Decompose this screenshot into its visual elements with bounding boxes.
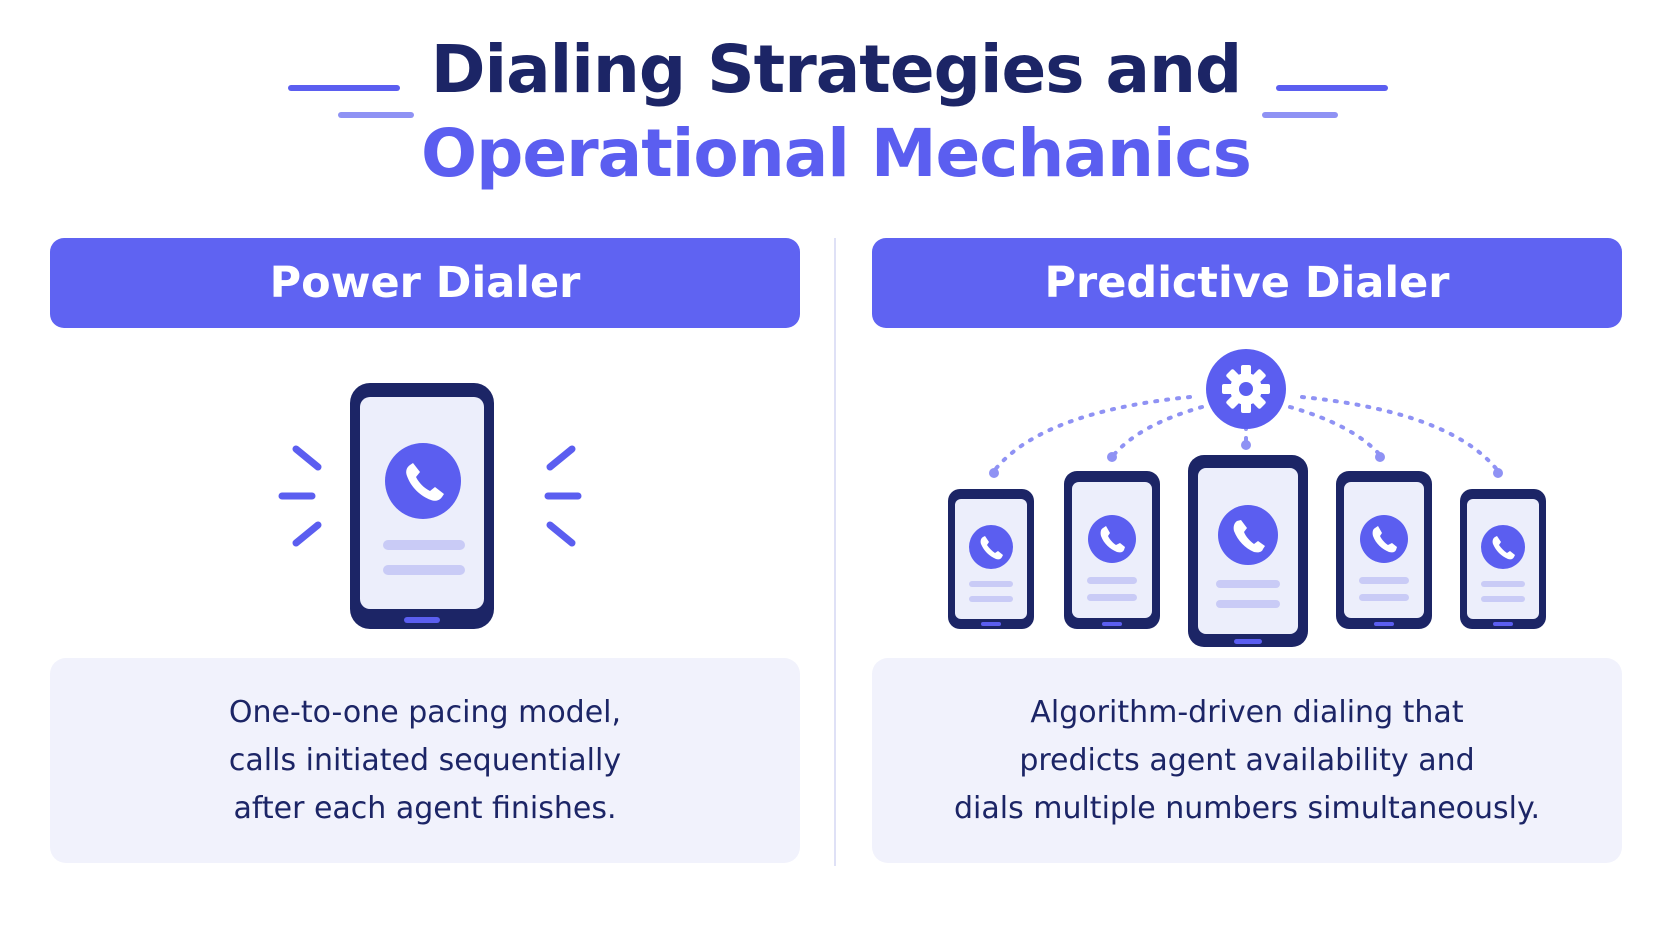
- power-dialer-header: Power Dialer: [50, 238, 800, 328]
- description-line: after each agent finishes.: [233, 790, 617, 826]
- predictive-dialer-description: Algorithm-driven dialing that predicts a…: [872, 658, 1622, 863]
- contact-line: [383, 540, 465, 550]
- gear-icon: [1206, 349, 1286, 429]
- title-deco-line: [288, 85, 400, 91]
- title-deco-line: [338, 112, 414, 118]
- ringing-lines-icon: [278, 445, 582, 547]
- phone-call-icon: [385, 443, 461, 519]
- connector-dot: [989, 440, 1503, 478]
- smartphone-icon: [948, 489, 1034, 629]
- predictive-dialer-illustration: [948, 349, 1546, 647]
- description-line: predicts agent availability and: [1019, 742, 1475, 778]
- power-dialer-description: One-to-one pacing model, calls initiated…: [50, 658, 800, 863]
- predictive-dialer-title: Predictive Dialer: [1044, 258, 1450, 308]
- description-line: One-to-one pacing model,: [228, 694, 622, 730]
- phone-call-icon: [1360, 515, 1408, 563]
- description-line: dials multiple numbers simultaneously.: [953, 790, 1541, 826]
- phone-call-icon: [1088, 515, 1136, 563]
- phone-call-icon: [1481, 525, 1525, 569]
- power-dialer-illustration: [278, 383, 582, 629]
- contact-line: [383, 565, 465, 575]
- smartphone-icon: [1336, 471, 1432, 629]
- title-deco-line: [1276, 85, 1388, 91]
- phone-call-icon: [1218, 505, 1278, 565]
- power-dialer-title: Power Dialer: [269, 258, 581, 308]
- panel-divider: [834, 238, 836, 866]
- title-deco-line: [1262, 112, 1338, 118]
- page-title: Dialing Strategies and Operational Mecha…: [0, 28, 1672, 196]
- description-line: Algorithm-driven dialing that: [1030, 694, 1464, 730]
- description-line: calls initiated sequentially: [228, 742, 622, 778]
- title-line-1: Dialing Strategies and: [430, 31, 1243, 108]
- smartphone-icon: [1188, 455, 1308, 647]
- predictive-dialer-header: Predictive Dialer: [872, 238, 1622, 328]
- smartphone-icon: [1064, 471, 1160, 629]
- phone-call-icon: [969, 525, 1013, 569]
- title-line-2: Operational Mechanics: [421, 115, 1252, 192]
- smartphone-icon: [1460, 489, 1546, 629]
